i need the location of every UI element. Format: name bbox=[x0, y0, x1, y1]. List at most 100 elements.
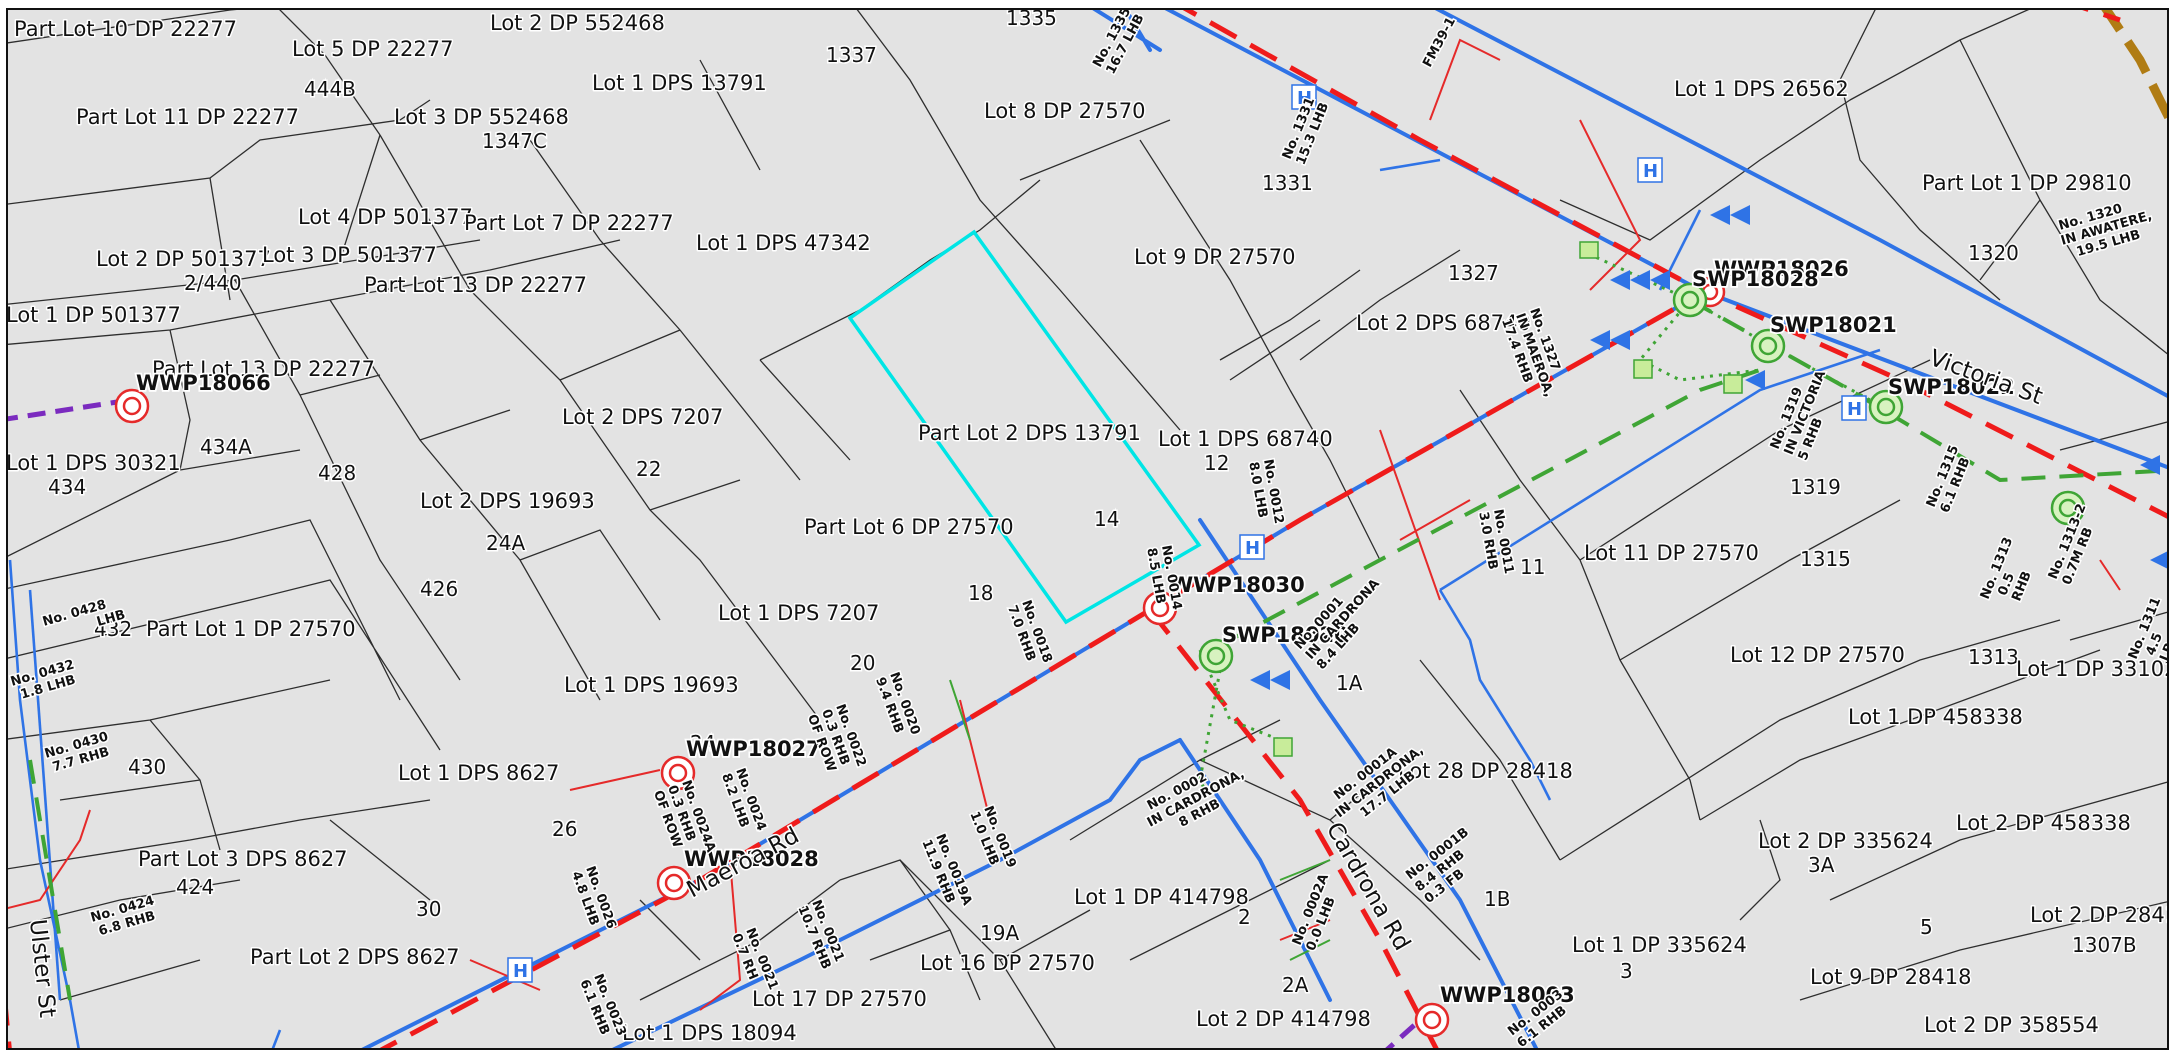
parcel-label: Lot 12 DP 27570 bbox=[1730, 643, 1905, 667]
parcel-label: 428 bbox=[318, 461, 356, 485]
svg-text:H: H bbox=[1245, 538, 1260, 559]
parcel-label: Lot 28 DP 28418 bbox=[1398, 759, 1573, 783]
valve-icon[interactable] bbox=[1250, 205, 2169, 690]
parcel-label: Lot 1 DPS 19693 bbox=[564, 673, 739, 697]
parcel-label: Lot 2 DP 458338 bbox=[1956, 811, 2131, 835]
parcel-label: Lot 8 DP 27570 bbox=[984, 99, 1145, 123]
parcel-label: 24 bbox=[690, 731, 715, 755]
parcel-label: Lot 1 DP 501377 bbox=[6, 303, 181, 327]
parcel-label: 1337 bbox=[826, 43, 877, 67]
parcel-label: Part Lot 13 DP 22277 bbox=[152, 357, 375, 381]
parcel-label: 444B bbox=[304, 77, 356, 101]
parcel-label: 1313 bbox=[1968, 645, 2019, 669]
svg-text:H: H bbox=[1297, 88, 1312, 109]
parcel-label: Lot 9 DP 27570 bbox=[1134, 245, 1295, 269]
purple-line bbox=[8, 397, 1422, 1048]
parcel-label: Lot 16 DP 27570 bbox=[920, 951, 1095, 975]
stormwater-asset-label: SWP18020 bbox=[1222, 623, 1349, 647]
parcel-label: 1A bbox=[1336, 671, 1363, 695]
parcel-label: Lot 9 DP 28418 bbox=[1810, 965, 1971, 989]
parcel-label: 3A bbox=[1808, 853, 1835, 877]
parcel-label: Lot 2 DP 414798 bbox=[1196, 1007, 1371, 1031]
parcel-label: Lot 3 DP 552468 bbox=[394, 105, 569, 129]
wastewater-asset-label: WWP18027 bbox=[686, 737, 821, 761]
parcel-label: Part Lot 6 DP 27570 bbox=[804, 515, 1014, 539]
map-viewport[interactable]: H H H H H Part Lot 10 DP 22277 Lot 5 DP … bbox=[6, 8, 2169, 1050]
parcel-label: Lot 11 DP 27570 bbox=[1584, 541, 1759, 565]
parcel-label: Lot 2 DP 335624 bbox=[1758, 829, 1933, 853]
parcel-label: 2 bbox=[1238, 905, 1251, 929]
parcel-label: Lot 2 DP 552468 bbox=[490, 11, 665, 35]
parcel-label: 424 bbox=[176, 875, 214, 899]
parcel-label: 432 bbox=[94, 617, 132, 641]
parcel-label: Lot 2 DP 28418 bbox=[2030, 903, 2169, 927]
parcel-label: Lot 2 DP 501377 bbox=[96, 247, 271, 271]
parcel-label: Lot 1 DP 335624 bbox=[1572, 933, 1747, 957]
street-label-cardrona: Cardrona Rd bbox=[1321, 818, 1415, 955]
parcel-label: 26 bbox=[552, 817, 577, 841]
parcel-label: Lot 5 DP 22277 bbox=[292, 37, 453, 61]
parcel-label: Part Lot 7 DP 22277 bbox=[464, 211, 674, 235]
parcel-label: 1331 bbox=[1262, 171, 1313, 195]
parcel-label: Lot 1 DPS 30321 bbox=[6, 451, 181, 475]
parcel-label: 430 bbox=[128, 755, 166, 779]
parcel-label: Part Lot 13 DP 22277 bbox=[364, 273, 587, 297]
stormwater-sump-icon[interactable] bbox=[1273, 241, 1743, 757]
wastewater-asset-label: WWP18030 bbox=[1170, 573, 1305, 597]
hydrant-h-icon[interactable]: H H H H H bbox=[507, 84, 1867, 983]
service-label: RHB bbox=[2009, 569, 2034, 603]
parcel-label: 1320 bbox=[1968, 241, 2019, 265]
wastewater-manhole-icon[interactable] bbox=[114, 276, 1726, 1038]
asset-labels: WWP18066 WWP18030 WWP18028 WWP18026 WWP1… bbox=[134, 255, 2016, 1009]
parcel-label: 1347C bbox=[482, 129, 547, 153]
parcel-label: 5 bbox=[1920, 915, 1933, 939]
parcel-labels: Part Lot 10 DP 22277 Lot 5 DP 22277 Lot … bbox=[6, 8, 2169, 1047]
parcel-label: Part Lot 3 DPS 8627 bbox=[138, 847, 348, 871]
parcel-label: Lot 1 DP 458338 bbox=[1848, 705, 2023, 729]
svg-text:H: H bbox=[1643, 161, 1658, 182]
parcel-label: Part Lot 10 DP 22277 bbox=[14, 17, 237, 41]
parcel-label: 30 bbox=[416, 897, 441, 921]
selected-parcel-outline[interactable] bbox=[847, 229, 1202, 625]
parcel-label: Lot 3 DP 501377 bbox=[262, 243, 437, 267]
map-canvas[interactable]: H H H H H Part Lot 10 DP 22277 Lot 5 DP … bbox=[6, 8, 2169, 1050]
parcel-label: 20 bbox=[850, 651, 875, 675]
parcel-label: 1315 bbox=[1800, 547, 1851, 571]
wastewater-asset-label: WWP18028 bbox=[684, 847, 819, 871]
parcel-label: 19A bbox=[980, 921, 1019, 945]
parcel-label: Part Lot 2 DPS 13791 bbox=[918, 421, 1141, 445]
parcel-label: Lot 1 DPS 13791 bbox=[592, 71, 767, 95]
parcel-label: 11 bbox=[1520, 555, 1545, 579]
parcel-label: Lot 2 DPS 19693 bbox=[420, 489, 595, 513]
parcel-label: 434A bbox=[200, 435, 252, 459]
parcel-label: 1307B bbox=[2072, 933, 2137, 957]
parcel-label: Lot 17 DP 27570 bbox=[752, 987, 927, 1011]
parcel-boundaries bbox=[8, 10, 2167, 1048]
parcel-label: Lot 1 DP 414798 bbox=[1074, 885, 1249, 909]
wastewater-asset-label: WWP18026 bbox=[1714, 257, 1849, 281]
parcel-label: Lot 1 DPS 8627 bbox=[398, 761, 559, 785]
parcel-label: 1335 bbox=[1006, 8, 1057, 30]
stormwater-asset-label: SWP18022 bbox=[1888, 375, 2015, 399]
parcel-label: 2A bbox=[1282, 973, 1309, 997]
svg-text:H: H bbox=[1847, 399, 1862, 420]
parcel-label: Lot 2 DPS 7207 bbox=[562, 405, 723, 429]
stormwater-manhole-icon[interactable] bbox=[1198, 282, 2086, 674]
parcel-label: Lot 1 DPS 68740 bbox=[1158, 427, 1333, 451]
parcel-label: Lot 1 DPS 47342 bbox=[696, 231, 871, 255]
wastewater-asset-label: WWP18066 bbox=[136, 371, 271, 395]
parcel-label: 2/440 bbox=[184, 271, 242, 295]
wastewater-asset-label: WWP18003 bbox=[1440, 983, 1575, 1007]
svg-text:H: H bbox=[513, 961, 528, 982]
parcel-label: 1319 bbox=[1790, 475, 1841, 499]
parcel-label: Lot 1 DPS 18094 bbox=[622, 1021, 797, 1045]
parcel-label: 1B bbox=[1484, 887, 1510, 911]
parcel-label: 3 bbox=[1620, 959, 1633, 983]
parcel-label: 1327 bbox=[1448, 261, 1499, 285]
parcel-label: 426 bbox=[420, 577, 458, 601]
parcel-label: Part Lot 11 DP 22277 bbox=[76, 105, 299, 129]
brown-main-line bbox=[2101, 10, 2167, 125]
parcel-label: Lot 2 DPS 68740 bbox=[1356, 311, 1531, 335]
parcel-label: Part Lot 2 DPS 8627 bbox=[250, 945, 460, 969]
parcel-label: Part Lot 1 DP 29810 bbox=[1922, 171, 2132, 195]
